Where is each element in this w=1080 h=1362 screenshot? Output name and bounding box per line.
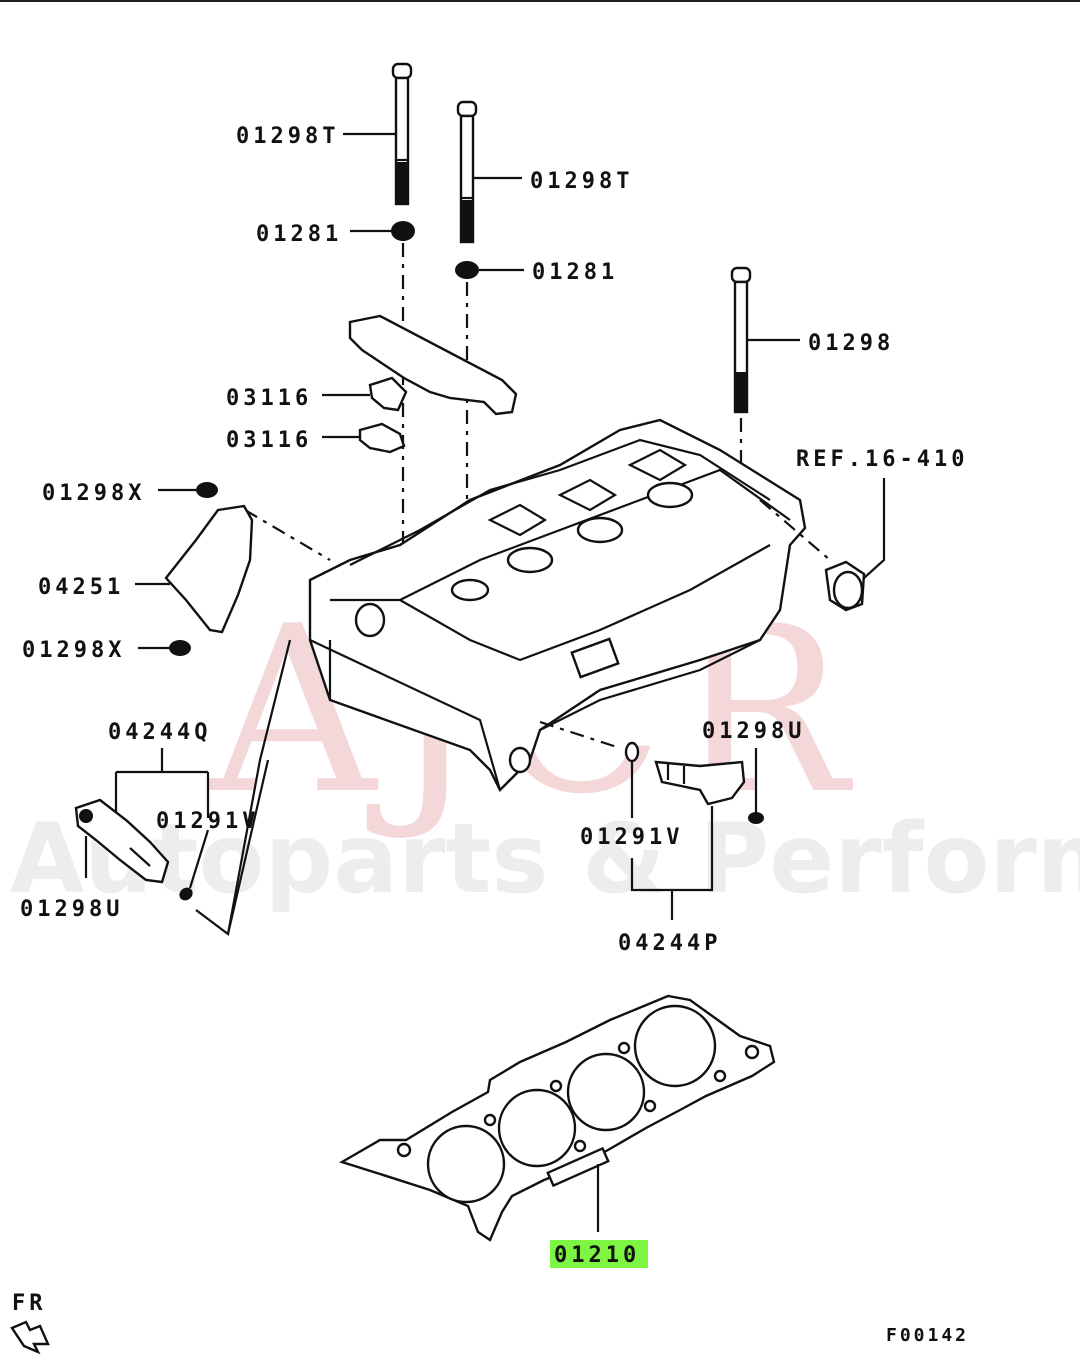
long-bolt-right[interactable]	[456, 100, 478, 244]
washer-left[interactable]	[391, 221, 415, 241]
centerline-ocv-right	[539, 720, 621, 750]
washer-right[interactable]	[455, 261, 479, 279]
centerline-ref	[759, 499, 831, 561]
bracket-lower[interactable]	[358, 422, 406, 454]
label-bracket-upper: 03116	[226, 386, 312, 411]
long-bolt-left[interactable]	[391, 62, 413, 206]
ocv-valve-right[interactable]	[654, 760, 746, 806]
top-border	[0, 0, 1080, 2]
bolt-u-right[interactable]	[748, 812, 764, 824]
leader-ref	[863, 478, 886, 579]
label-long-bolt-left: 01298T	[236, 124, 339, 149]
label-bolt-u-right: 01298U	[702, 719, 805, 744]
cylinder-head[interactable]	[308, 418, 807, 793]
label-bolt-x-lower: 01298X	[22, 638, 125, 663]
leader-oring-left	[188, 829, 210, 889]
label-oring-right: 01291V	[580, 825, 683, 850]
camshaft-cap[interactable]	[348, 314, 518, 416]
label-reference: REF.16-410	[796, 447, 968, 472]
label-bracket-lower: 03116	[226, 428, 312, 453]
leader-ocv-left-mount	[195, 639, 292, 936]
bolt-x-upper[interactable]	[196, 482, 218, 498]
ref-plug[interactable]	[824, 560, 866, 612]
label-head-bolt: 01298	[808, 331, 894, 356]
bracket-ocv-left	[114, 748, 210, 818]
label-bolt-x-upper: 01298X	[42, 481, 145, 506]
ocv-valve-left[interactable]	[74, 798, 170, 884]
label-head-gasket[interactable]: 01210	[554, 1243, 640, 1268]
bracket-upper[interactable]	[368, 376, 408, 412]
oring-right[interactable]	[624, 741, 640, 763]
label-figure-code: F00142	[886, 1325, 969, 1346]
bolt-x-lower[interactable]	[169, 640, 191, 656]
label-oring-left: 01291V	[156, 809, 259, 834]
label-washer-right: 01281	[532, 260, 618, 285]
label-bolt-u-left: 01298U	[20, 897, 123, 922]
label-long-bolt-right: 01298T	[530, 169, 633, 194]
oring-left[interactable]	[177, 885, 195, 903]
head-bolt[interactable]	[730, 266, 752, 414]
label-cover: 04251	[38, 575, 124, 600]
timing-cover[interactable]	[164, 504, 254, 634]
leader-ocv-left-mount-2	[226, 759, 270, 935]
highlight-head-gasket	[550, 1240, 648, 1268]
label-ocv-assy-right: 04244P	[618, 931, 721, 956]
label-washer-left: 01281	[256, 222, 342, 247]
label-direction: FR	[12, 1291, 47, 1316]
centerline-cover	[244, 509, 331, 561]
label-ocv-assy-left: 04244Q	[108, 720, 211, 745]
head-gasket[interactable]	[339, 994, 776, 1242]
front-arrow-icon	[10, 1320, 50, 1355]
